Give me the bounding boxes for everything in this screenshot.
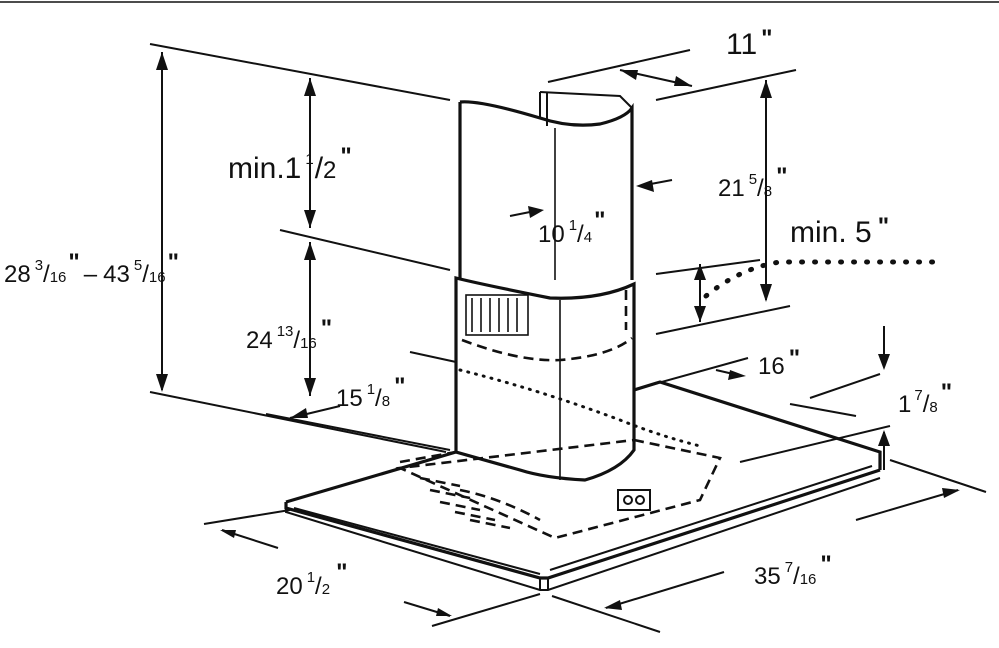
label-min-bottom: min. 5": [790, 213, 889, 249]
overall-height-dimension: [149, 43, 451, 453]
min-bottom-dimension: [694, 259, 943, 322]
lower-height-dimension: [304, 242, 316, 396]
chimney-depth-dimension: [509, 179, 673, 218]
min-top-dimension: [279, 78, 451, 271]
hidden-line: [458, 368, 702, 448]
canopy-back-dimension: [639, 357, 749, 389]
lower-offset-dimension: [265, 405, 451, 451]
label-chimney-width: 11": [726, 25, 773, 61]
label-canopy-back: 16": [758, 345, 800, 380]
chimney-width-dimension: [547, 49, 797, 101]
upper-chimney: [458, 91, 634, 280]
canopy-width-dimension: [551, 459, 987, 633]
canopy-thickness-dimension: [739, 326, 891, 470]
chimney-upper-height-dimension: [655, 80, 791, 335]
vent-grille: [465, 294, 529, 336]
filter-outline: [395, 438, 722, 540]
canopy-depth-dimension: [203, 509, 541, 627]
control-panel: [617, 489, 651, 511]
